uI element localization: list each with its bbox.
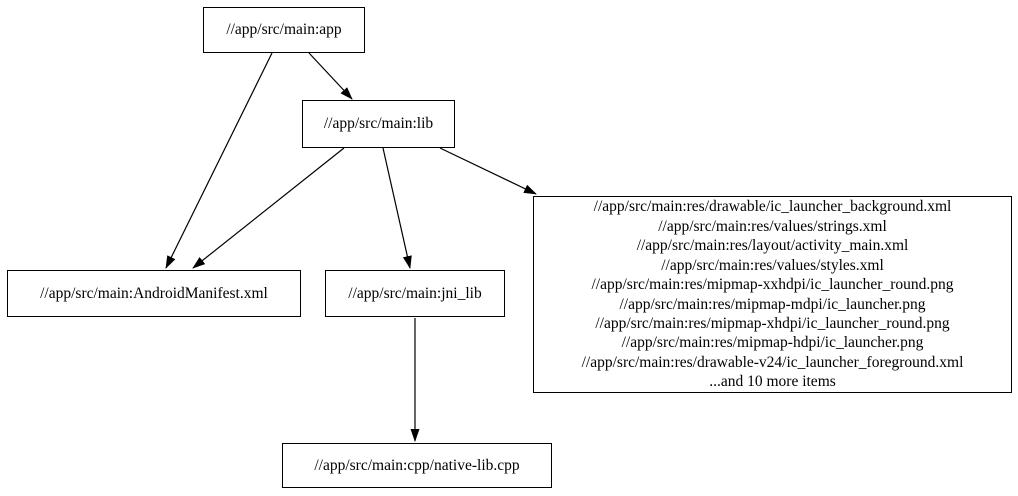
res-group-line: //app/src/main:res/layout/activity_main.…	[636, 237, 909, 255]
node-app-label: //app/src/main:app	[226, 21, 342, 39]
res-group-line: //app/src/main:res/mipmap-hdpi/ic_launch…	[621, 334, 924, 352]
res-group-line: //app/src/main:res/mipmap-mdpi/ic_launch…	[619, 295, 926, 313]
edge-app-to-manifest	[165, 52, 273, 269]
res-group-line: //app/src/main:res/values/styles.xml	[661, 256, 884, 274]
res-group-line: //app/src/main:res/drawable/ic_launcher_…	[593, 198, 952, 216]
node-lib: //app/src/main:lib	[302, 100, 455, 148]
edge-lib-to-res-group	[439, 147, 537, 195]
res-group-line: //app/src/main:res/drawable-v24/ic_launc…	[581, 353, 964, 371]
node-jni-lib-label: //app/src/main:jni_lib	[348, 284, 482, 302]
edge-lib-to-jni-lib	[382, 147, 412, 269]
edge-lib-to-manifest	[192, 147, 345, 269]
node-native-lib: //app/src/main:cpp/native-lib.cpp	[282, 443, 552, 488]
node-jni-lib: //app/src/main:jni_lib	[325, 270, 505, 317]
node-native-lib-label: //app/src/main:cpp/native-lib.cpp	[314, 456, 520, 474]
res-group-line: //app/src/main:res/mipmap-xhdpi/ic_launc…	[595, 314, 950, 332]
node-android-manifest-label: //app/src/main:AndroidManifest.xml	[40, 284, 268, 302]
node-android-manifest: //app/src/main:AndroidManifest.xml	[7, 270, 301, 317]
res-group-line: //app/src/main:res/values/strings.xml	[658, 217, 887, 235]
res-group-line: //app/src/main:res/mipmap-xxhdpi/ic_laun…	[591, 276, 954, 294]
res-group-more-items: ...and 10 more items	[709, 373, 836, 391]
node-app: //app/src/main:app	[203, 7, 365, 53]
edge-app-to-lib	[308, 52, 353, 100]
node-lib-label: //app/src/main:lib	[323, 115, 434, 133]
node-res-group: //app/src/main:res/drawable/ic_launcher_…	[533, 196, 1012, 393]
